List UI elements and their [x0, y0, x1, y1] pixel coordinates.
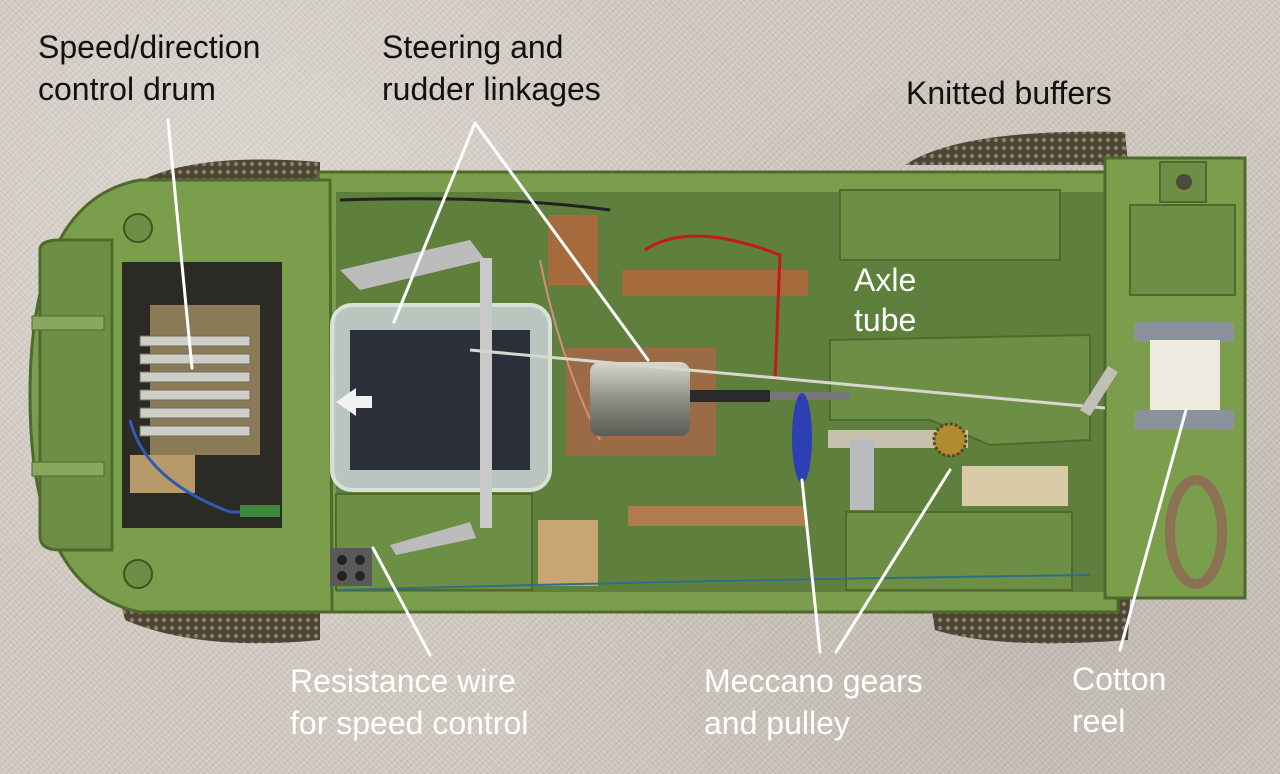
pointer-control-drum — [166, 118, 194, 370]
electric-motor — [590, 362, 850, 483]
cotton-reel-label: Cotton reel — [1072, 658, 1166, 742]
pointer-resistance-wire — [371, 546, 432, 657]
meccano-gears-label: Meccano gears and pulley — [704, 660, 923, 744]
steering-linkages-label: Steering and rudder linkages — [382, 26, 601, 110]
meccano-gears — [828, 422, 968, 510]
steering-linkages-label-line1: Steering and — [382, 29, 564, 65]
speed-control-drum-label: Speed/direction control drum — [38, 26, 260, 110]
pointer-cotton-reel — [1118, 408, 1188, 652]
pointer-pulley — [800, 478, 822, 654]
axle-tube-label: Axle tube — [854, 260, 916, 340]
pointer-steering-left — [392, 121, 477, 324]
knitted-buffers-label: Knitted buffers — [906, 72, 1112, 114]
cotton-reel-label-line2: reel — [1072, 703, 1126, 739]
pointer-steering-right — [473, 121, 650, 362]
speed-control-drum-label-line2: control drum — [38, 71, 216, 107]
meccano-gears-label-line2: and pulley — [704, 705, 850, 741]
axle-tube-label-line1: Axle — [854, 262, 917, 298]
resistance-wire — [330, 548, 372, 586]
speed-control-drum-label-line1: Speed/direction — [38, 29, 261, 65]
resistance-wire-label-line2: for speed control — [290, 705, 529, 741]
axle-tube-label-line2: tube — [854, 302, 917, 338]
meccano-gears-label-line1: Meccano gears — [704, 663, 923, 699]
pointer-lines — [166, 118, 1188, 657]
pointer-gears — [834, 468, 952, 654]
steering-rod — [469, 348, 1106, 410]
cotton-reel — [1134, 322, 1234, 589]
rudder-arm — [1080, 366, 1118, 416]
speed-control-drum — [128, 305, 280, 517]
knitted-buffers-label-text: Knitted buffers — [906, 75, 1112, 111]
steering-linkages-label-line2: rudder linkages — [382, 71, 601, 107]
resistance-wire-label-line1: Resistance wire — [290, 663, 516, 699]
resistance-wire-label: Resistance wire for speed control — [290, 660, 528, 744]
cotton-reel-label-line1: Cotton — [1072, 661, 1167, 697]
